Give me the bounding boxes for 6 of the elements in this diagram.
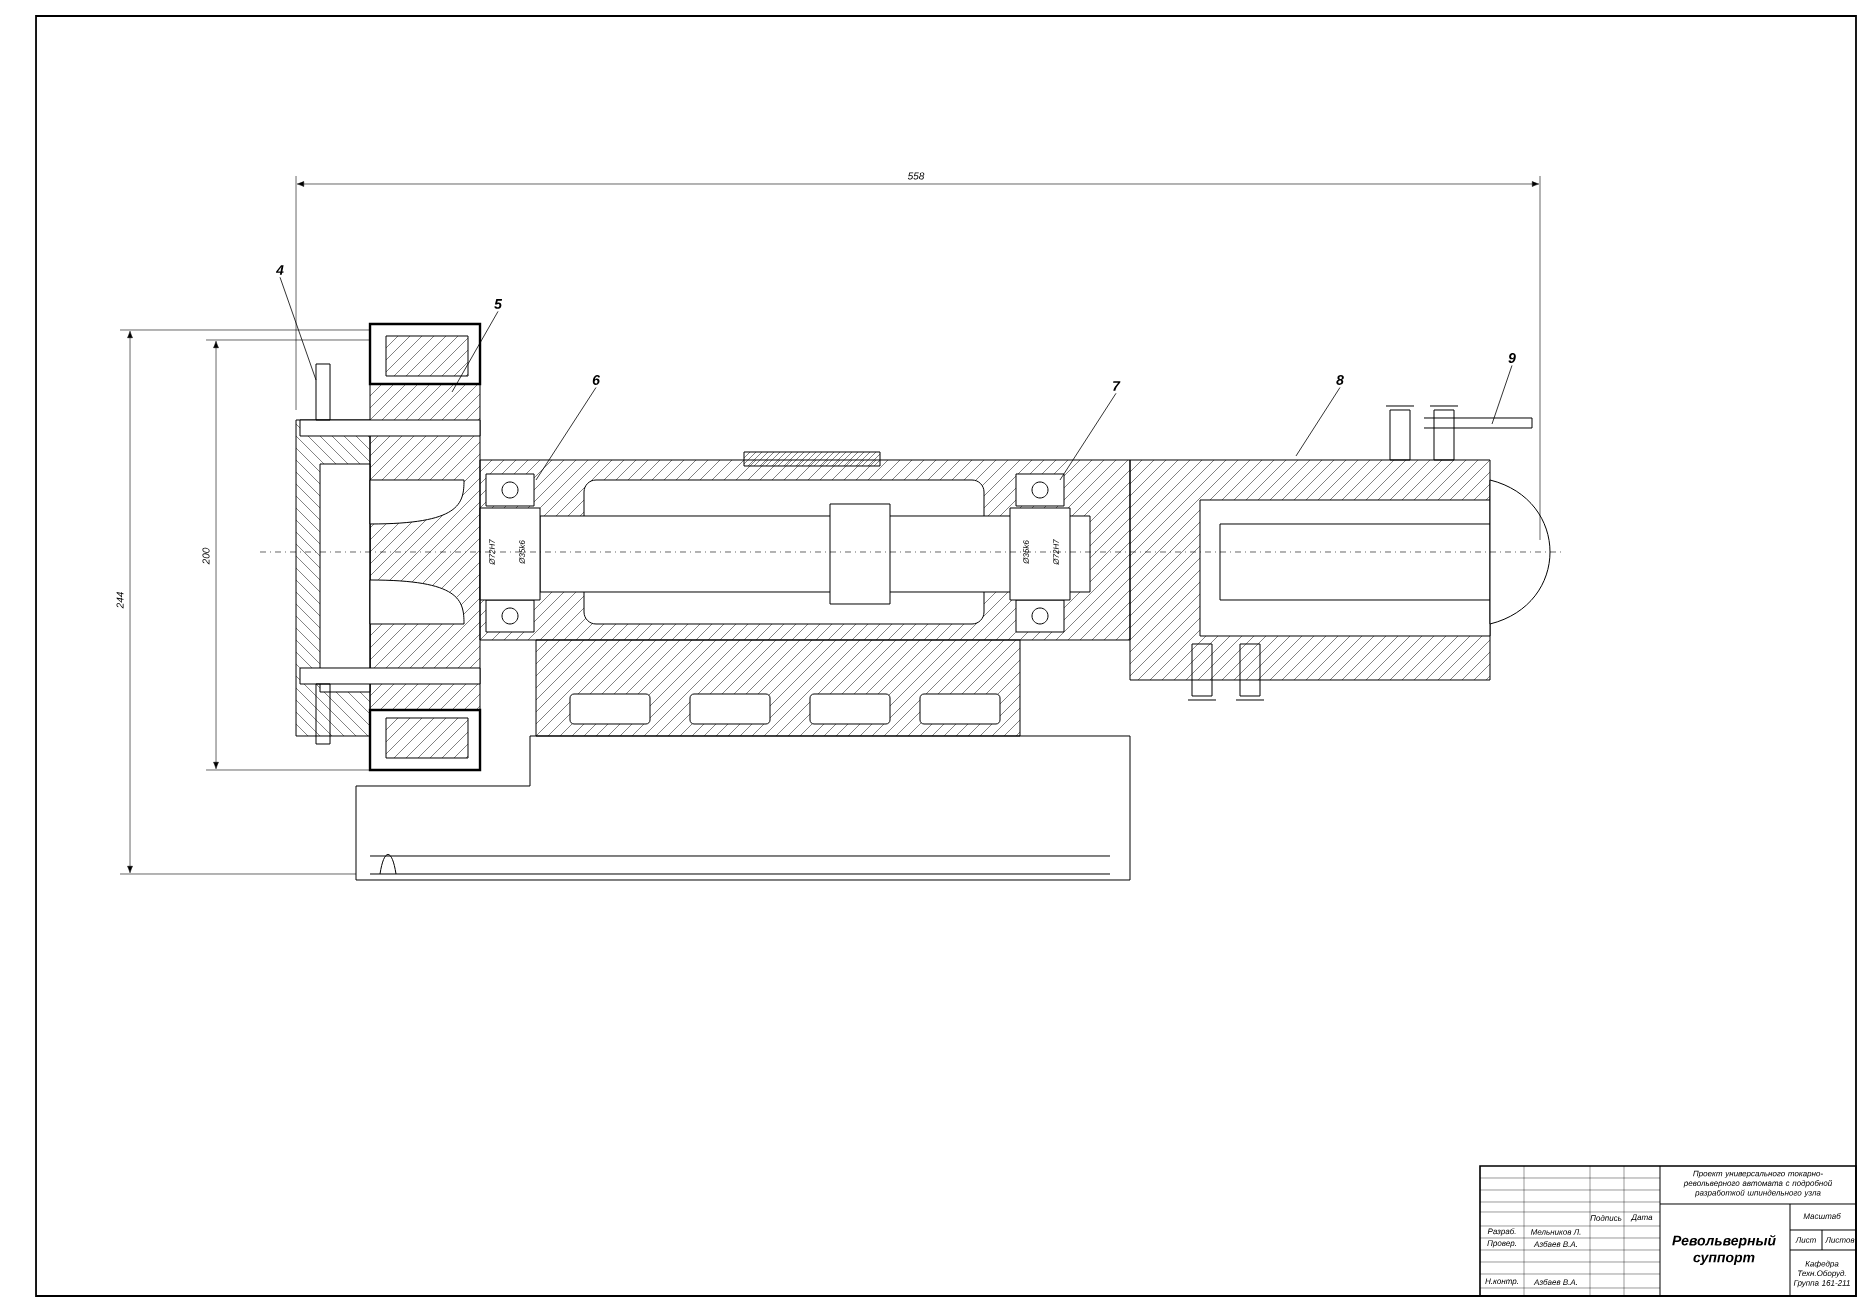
leader-line xyxy=(451,311,499,393)
leader-line xyxy=(279,276,317,381)
leader-line xyxy=(1059,392,1117,481)
leader-line xyxy=(535,387,597,481)
leader-line xyxy=(1491,365,1513,425)
leader-line xyxy=(1295,387,1341,457)
